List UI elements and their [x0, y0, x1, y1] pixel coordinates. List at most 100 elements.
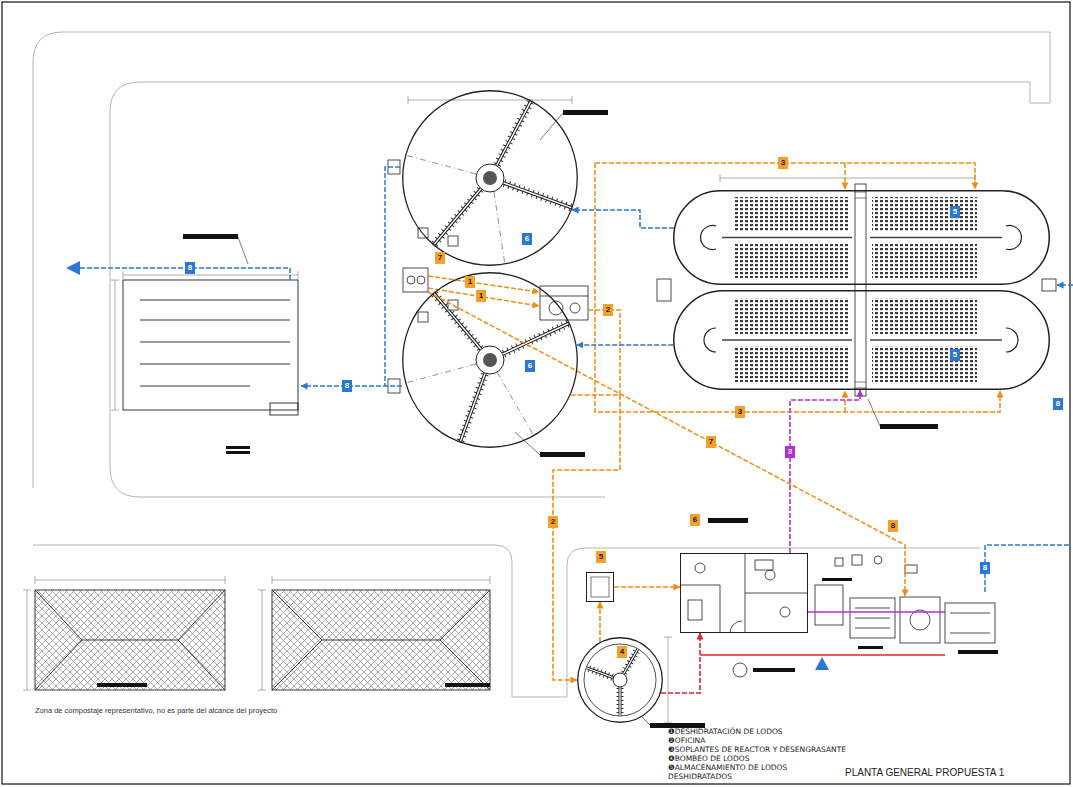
line-tag: 3 [785, 446, 795, 458]
line-tag: 8 [185, 262, 195, 274]
dewatering-unit-outline [587, 573, 614, 602]
effluent-line [80, 167, 1073, 592]
sludge-line [844, 163, 846, 189]
building-interior [680, 553, 808, 633]
blower-equipment [900, 597, 940, 643]
sludge-pipe [614, 586, 680, 588]
clarifier-box [388, 160, 458, 393]
sludge-line [595, 163, 1000, 412]
redacted-label [445, 683, 490, 687]
building-interior [680, 553, 808, 633]
air-line [808, 611, 945, 613]
clarifier-tank-outline [402, 272, 578, 448]
legend-item: ❷OFICINA [668, 736, 868, 745]
clarifier-bridge [476, 164, 504, 192]
process-equipment [540, 296, 588, 297]
effluent-arrowhead [66, 261, 829, 670]
sludge-line [428, 288, 539, 306]
compost-pad [35, 590, 490, 690]
reactor-detail [657, 279, 671, 301]
redacted-label [563, 110, 608, 115]
leader-line [238, 113, 880, 725]
building-interior [695, 563, 705, 573]
pump-station [403, 268, 428, 292]
clarifier-tank-outline [402, 90, 578, 266]
blower-equipment [855, 608, 890, 628]
thickener-detail [586, 649, 638, 716]
dewatering-detail [591, 577, 609, 597]
sludge-line [844, 391, 846, 412]
building-interior [765, 570, 775, 580]
pump-station [407, 276, 415, 284]
line-tag: 7 [706, 436, 716, 448]
dewatering-unit-outline [586, 572, 614, 602]
callout-number: 6 [525, 360, 535, 372]
legend-text: ❺ALMACENAMIENTO DE LODOS DESHIDRATADOS [668, 763, 787, 781]
callout-number: 4 [617, 646, 627, 658]
dimension-line [35, 576, 225, 584]
effluent-line [1057, 284, 1073, 286]
reactor-detail [657, 184, 1056, 396]
dimension-line [408, 96, 572, 104]
drain-line [700, 654, 945, 656]
drying-bed [270, 403, 298, 415]
line-tag: 8 [980, 562, 990, 574]
sludge-pipe [553, 395, 620, 680]
blower-equipment [905, 565, 917, 573]
reactor-detail [735, 346, 848, 382]
aeration-reactor: 5 [673, 290, 1050, 390]
effluent-line [301, 167, 400, 386]
reactor-detail [872, 298, 977, 334]
aeration-reactor-outline [673, 290, 1050, 390]
clarifier-bridge [483, 353, 497, 367]
redacted-label [708, 518, 748, 523]
compost-pad [35, 590, 225, 690]
clarifier-box [418, 312, 428, 322]
blower-equipment [874, 556, 882, 564]
road-edge [33, 32, 1050, 497]
scope-note: Zona de compostaje representativo, no es… [35, 706, 277, 715]
callout-number: 6 [522, 233, 532, 245]
control-building: 6 [680, 553, 808, 633]
building-interior [688, 600, 702, 620]
redacted-label [858, 646, 883, 649]
legend-item: ❶DESHIDRATACIÓN DE LODOS [668, 727, 868, 736]
redacted-label [97, 683, 147, 687]
thickener-detail [584, 644, 656, 716]
drying-bed [123, 280, 298, 415]
air-pipe [790, 390, 860, 553]
compost-pad [272, 590, 490, 690]
callout-number: 6 [690, 514, 700, 526]
line-tag: 1 [476, 290, 486, 302]
blower-equipment [950, 613, 990, 633]
effluent-arrowhead [66, 261, 80, 275]
callout-number: 5 [950, 206, 960, 218]
blower-equipment [835, 558, 843, 566]
line-tag: 2 [603, 304, 613, 316]
process-equipment [570, 303, 580, 313]
redacted-label [822, 578, 852, 581]
sludge-line [428, 163, 1000, 596]
callout-number: 5 [950, 349, 960, 361]
building-interior [780, 607, 790, 617]
clarifier-bridge [476, 346, 504, 374]
compost-pad [272, 590, 490, 690]
clarifier-bridge [483, 171, 497, 185]
clarifier-bridge [405, 155, 534, 436]
legend-item: ❸SOPLANTES DE REACTOR Y DESENGRASANTE [668, 745, 868, 754]
line-tag: 3 [778, 157, 788, 169]
sludge-thickener-outline [578, 638, 663, 723]
redacted-label [226, 451, 250, 454]
reactor-detail [872, 197, 977, 232]
reactor-detail [872, 346, 977, 382]
effluent-arrowhead [815, 657, 829, 670]
pump-station [403, 268, 428, 292]
legend-text: ❶DESHIDRATACIÓN DE LODOS [668, 727, 783, 736]
clarifier-bridge [433, 100, 572, 442]
air-line [808, 611, 945, 613]
